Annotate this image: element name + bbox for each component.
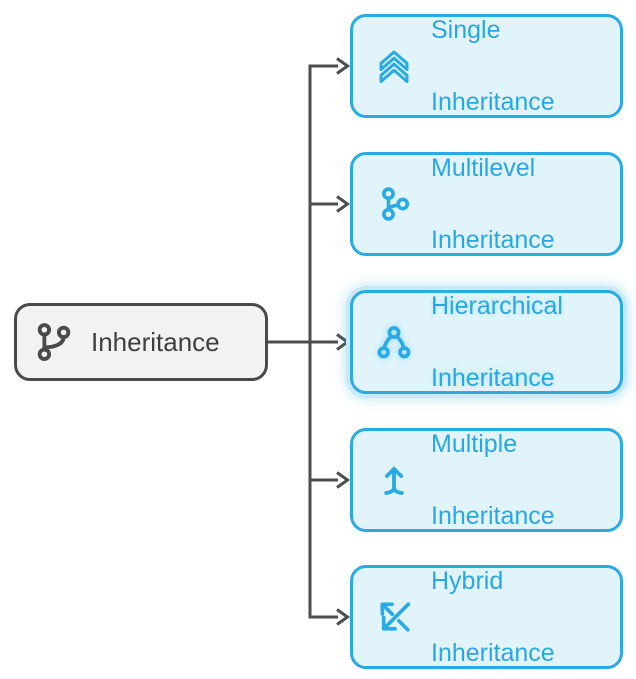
root-label: Inheritance (91, 326, 220, 357)
label-line-2: Inheritance (431, 639, 555, 667)
node-multilevel-inheritance: Multilevel Inheritance (350, 152, 623, 256)
node-hierarchical-inheritance: Hierarchical Inheritance (350, 290, 623, 394)
node-label: Multiple Inheritance (431, 426, 555, 534)
branch-chain-icon (375, 181, 415, 227)
label-line-1: Multiple (431, 430, 518, 458)
cross-arrows-icon (375, 594, 415, 640)
arrowhead-icon (336, 333, 351, 351)
node-multiple-inheritance: Multiple Inheritance (350, 428, 623, 532)
arrowhead-icon (336, 471, 351, 489)
label-line-1: Multilevel (431, 154, 536, 182)
trunk-line (308, 64, 338, 619)
arrowhead-icon (336, 57, 351, 75)
merge-up-arrow-icon (375, 457, 415, 503)
label-line-2: Inheritance (431, 502, 555, 530)
node-inheritance-root: Inheritance (14, 303, 268, 381)
node-label: Hybrid Inheritance (431, 563, 555, 671)
label-line-2: Inheritance (431, 88, 555, 116)
git-branch-icon (33, 317, 75, 367)
node-label: Multilevel Inheritance (431, 150, 555, 258)
label-line-2: Inheritance (431, 364, 555, 392)
node-hybrid-inheritance: Hybrid Inheritance (350, 565, 623, 669)
node-label: Hierarchical Inheritance (431, 288, 563, 396)
node-label: Single Inheritance (431, 12, 555, 120)
tree-hierarchy-icon (375, 319, 415, 365)
label-line-1: Hierarchical (431, 292, 563, 320)
arrowhead-icon (336, 195, 351, 213)
label-line-2: Inheritance (431, 226, 555, 254)
arrowhead-icon (336, 608, 351, 626)
node-single-inheritance: Single Inheritance (350, 14, 623, 118)
label-line-1: Hybrid (431, 567, 504, 595)
double-chevron-up-icon (375, 43, 415, 89)
label-line-1: Single (431, 16, 501, 44)
